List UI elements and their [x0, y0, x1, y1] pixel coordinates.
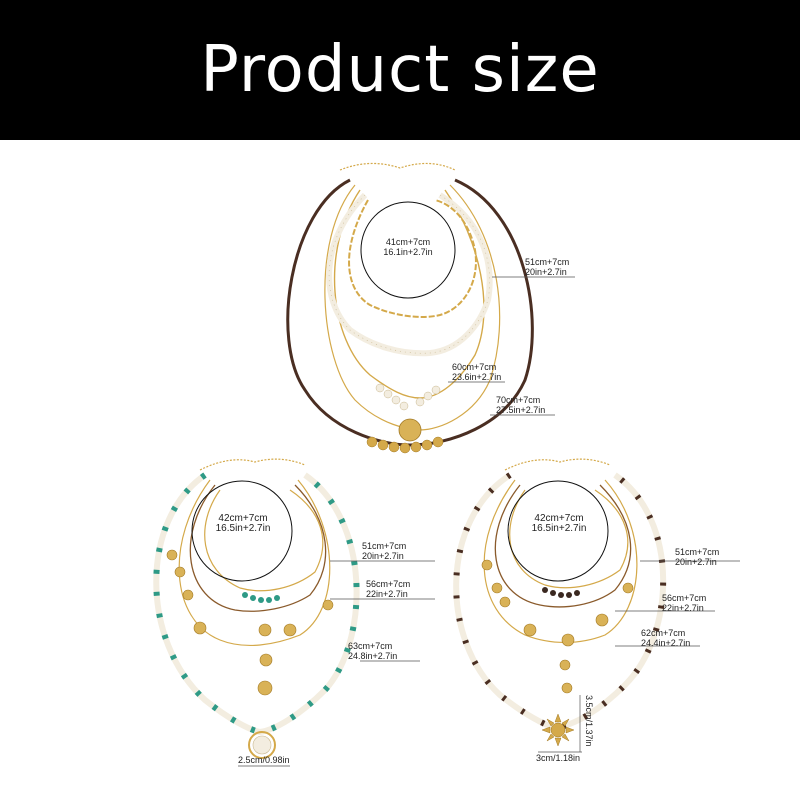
left-size-1-line1: 51cm+7cm [362, 541, 407, 551]
left-circle-label: 42cm+7cm 16.5in+2.7in [193, 514, 293, 534]
right-size-3-line1: 62cm+7cm [641, 628, 686, 638]
left-size-3-label: 63cm+7cm 24.8in+2.7in [348, 641, 397, 661]
necklace-drawings [153, 162, 740, 767]
right-size-2-line2: 22in+2.7in [662, 603, 704, 613]
right-size-2-label: 56cm+7cm 22in+2.7in [662, 593, 706, 613]
right-circle-line1: 42cm+7cm [534, 513, 584, 524]
top-circle-line2: 16.1in+2.7in [383, 247, 433, 257]
left-size-1-label: 51cm+7cm 20in+2.7in [362, 541, 406, 561]
product-size-illustration: 41cm+7cm 16.1in+2.7in 51cm+7cm 20in+2.7i… [0, 140, 800, 800]
top-size-1-line1: 51cm+7cm [525, 257, 570, 267]
top-size-3-label: 70cm+7cm 27.5in+2.7in [496, 395, 545, 415]
top-circle-line1: 41cm+7cm [385, 237, 431, 247]
right-size-1-label: 51cm+7cm 20in+2.7in [675, 547, 719, 567]
right-circle-line2: 16.5in+2.7in [531, 523, 587, 534]
top-size-1-label: 51cm+7cm 20in+2.7in [525, 257, 569, 277]
right-size-1-line2: 20in+2.7in [675, 557, 717, 567]
left-circle-line1: 42cm+7cm [218, 513, 268, 524]
top-size-2-label: 60cm+7cm 23.6in+2.7in [452, 362, 501, 382]
top-size-3-line1: 70cm+7cm [496, 395, 541, 405]
left-size-3-line1: 63cm+7cm [348, 641, 393, 651]
necklace-top [286, 162, 575, 454]
left-circle-line2: 16.5in+2.7in [215, 523, 271, 534]
right-size-3-line2: 24.4in+2.7in [641, 638, 691, 648]
right-size-1-line1: 51cm+7cm [675, 547, 720, 557]
left-size-3-line2: 24.8in+2.7in [348, 651, 398, 661]
left-size-2-line2: 22in+2.7in [366, 589, 408, 599]
left-size-1-line2: 20in+2.7in [362, 551, 404, 561]
necklace-left [153, 458, 435, 767]
page-title: Product size [200, 33, 600, 107]
necklace-right [453, 458, 740, 753]
top-size-2-line2: 23.6in+2.7in [452, 372, 502, 382]
top-size-2-line1: 60cm+7cm [452, 362, 497, 372]
top-circle-label: 41cm+7cm 16.1in+2.7in [358, 237, 458, 257]
right-size-2-line1: 56cm+7cm [662, 593, 707, 603]
left-size-2-line1: 56cm+7cm [366, 579, 411, 589]
top-size-1-line2: 20in+2.7in [525, 267, 567, 277]
top-size-3-line2: 27.5in+2.7in [496, 405, 546, 415]
header-banner: Product size [0, 0, 800, 140]
right-pendant-height: 3.5cm/1.37in [584, 695, 594, 747]
left-pendant-size: 2.5cm/0.98in [238, 755, 290, 765]
right-circle-label: 42cm+7cm 16.5in+2.7in [509, 514, 609, 534]
right-pendant-width: 3cm/1.18in [536, 753, 581, 763]
left-size-2-label: 56cm+7cm 22in+2.7in [366, 579, 410, 599]
right-size-3-label: 62cm+7cm 24.4in+2.7in [641, 628, 690, 648]
